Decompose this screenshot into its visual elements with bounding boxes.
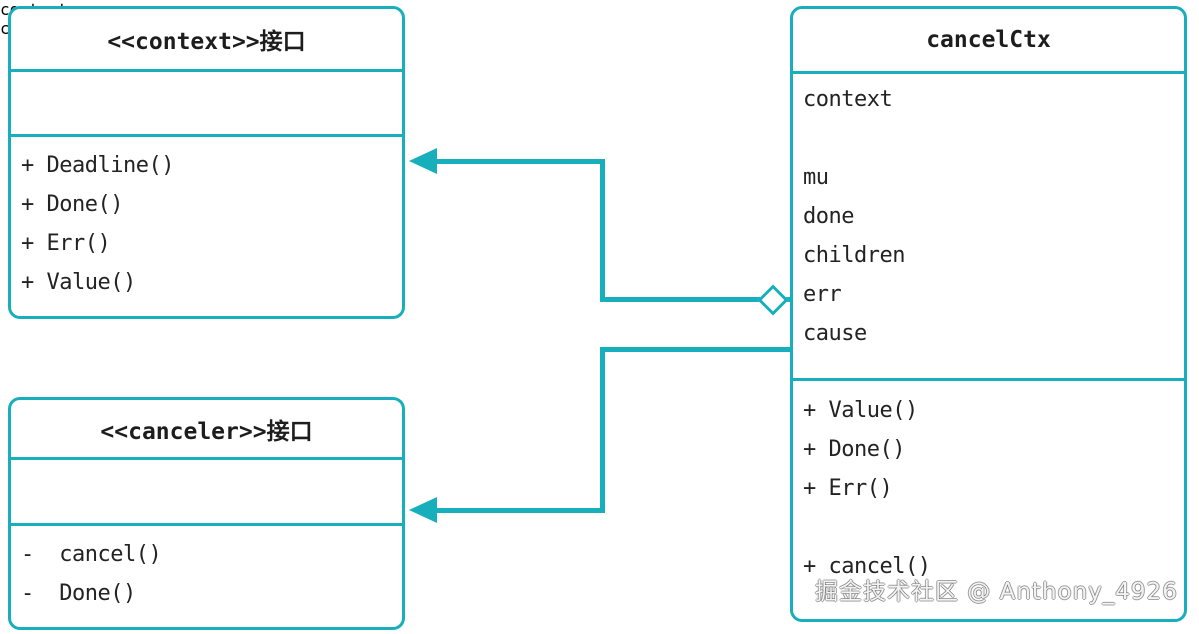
class-title-cancel-ctx: cancelCtx [926, 27, 1051, 53]
attribute-item: mu [803, 165, 829, 190]
method-item: + Value() [803, 398, 918, 423]
class-attributes-canceler-interface [11, 457, 402, 523]
method-item: + cancel() [803, 554, 931, 579]
method-item: + Done() [21, 192, 123, 217]
relation-segment-vertical [600, 347, 605, 513]
method-item: + Deadline() [21, 153, 174, 178]
class-box-cancel-ctx[interactable]: cancelCtx context mu done children err c… [790, 6, 1187, 622]
class-attributes-context-interface [11, 69, 402, 134]
hollow-diamond-icon [757, 284, 789, 316]
method-item: + Done() [803, 437, 905, 462]
method-item: + Err() [21, 231, 111, 256]
class-methods-canceler-interface: - cancel() - Done() [11, 523, 402, 627]
attribute-item: err [803, 282, 842, 307]
open-arrow-icon [409, 148, 437, 174]
attribute-item: children [803, 243, 905, 268]
attribute-item: cause [803, 321, 867, 346]
class-methods-cancel-ctx: + Value() + Done() + Err() + cancel() [793, 378, 1184, 619]
attribute-item: context [803, 87, 893, 112]
class-methods-context-interface: + Deadline() + Done() + Err() + Value() [11, 134, 402, 316]
attribute-item-spacer [803, 119, 1184, 158]
relation-segment-horizontal-upper [600, 347, 792, 352]
attribute-item: done [803, 204, 854, 229]
class-title-context-interface: <<context>>接口 [107, 29, 306, 55]
relation-segment-horizontal-lower [437, 508, 605, 513]
method-item: - cancel() [21, 542, 162, 567]
class-title-canceler-interface: <<canceler>>接口 [100, 418, 313, 445]
class-box-canceler-interface[interactable]: <<canceler>>接口 - cancel() - Done() [8, 397, 405, 630]
method-item: + Err() [803, 476, 893, 501]
relation-segment-vertical [600, 159, 605, 302]
class-box-context-interface[interactable]: <<context>>接口 + Deadline() + Done() + Er… [8, 6, 405, 319]
open-arrow-icon [409, 497, 437, 523]
class-attributes-cancel-ctx: context mu done children err cause [793, 71, 1184, 378]
relation-segment-horizontal-upper [437, 159, 605, 164]
method-item: - Done() [21, 581, 136, 606]
method-item-spacer [803, 508, 1184, 547]
relation-segment-horizontal-lower [600, 297, 790, 302]
method-item: + Value() [21, 270, 136, 295]
